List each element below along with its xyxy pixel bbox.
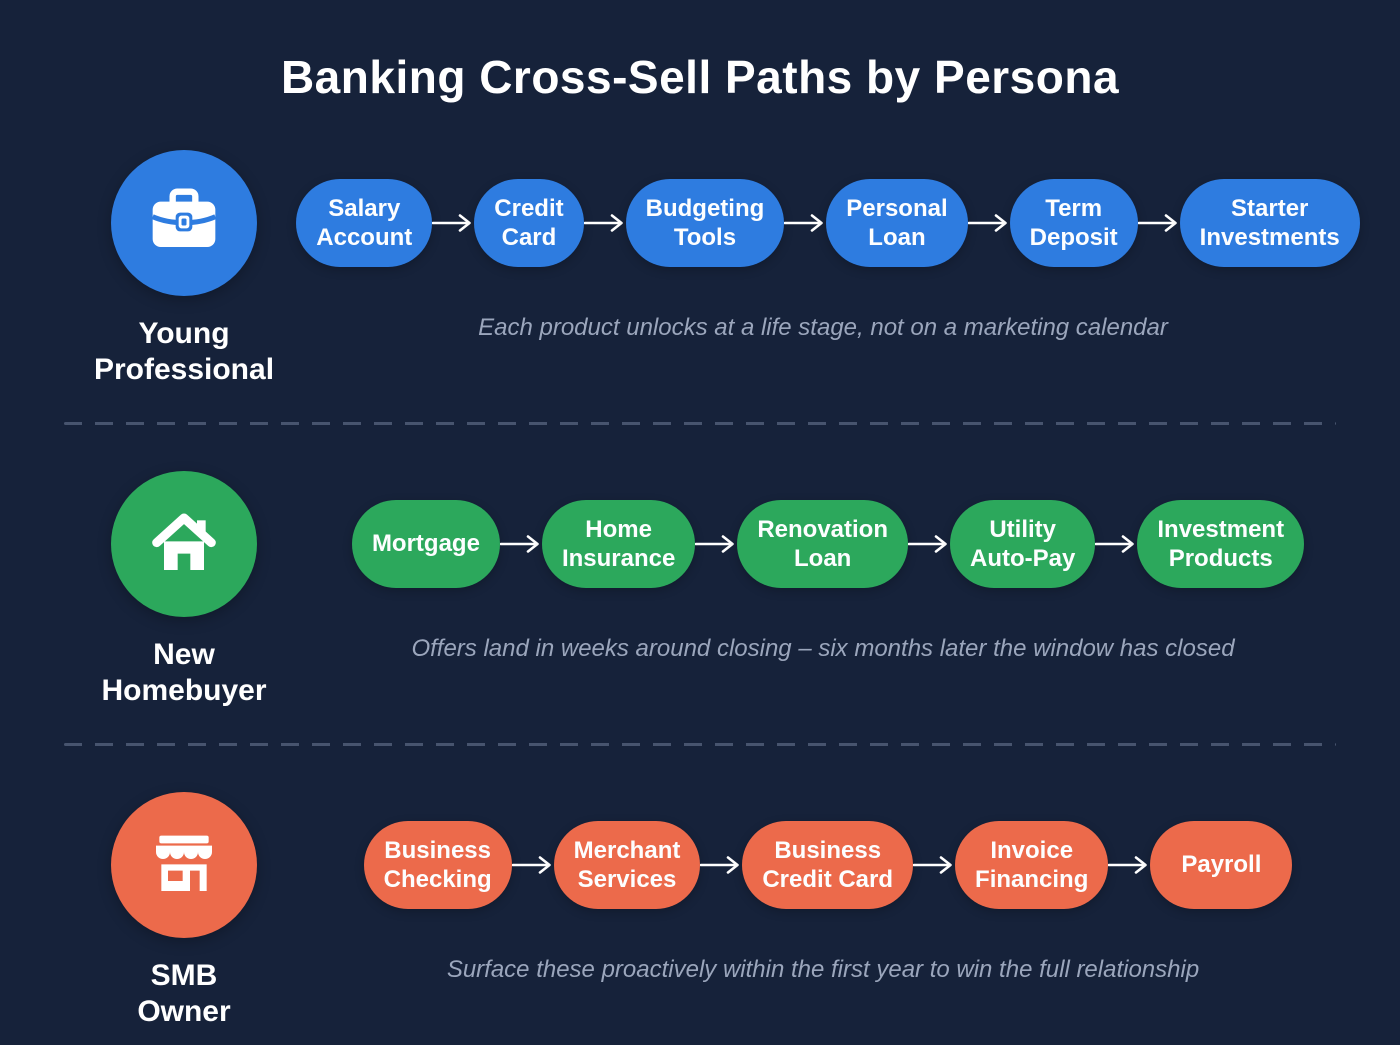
product-pill: Salary Account [296,179,433,267]
flow-column: Business Checking Merchant Services Busi… [304,780,1352,984]
house-icon [152,513,216,570]
persona-badge [111,792,257,938]
flow-arrow-icon [499,533,542,555]
flow-arrow-icon [583,212,626,234]
product-pill: Business Checking [363,821,512,909]
storefront-icon [156,835,212,891]
flow-arrow-icon [1095,533,1137,555]
product-pill: Business Credit Card [742,821,914,909]
product-pill: Credit Card [474,179,584,267]
flow-arrow-icon [913,854,955,876]
row-divider [64,422,1336,425]
product-pill: Renovation Loan [737,500,909,588]
product-pill: Merchant Services [553,821,701,909]
flow-arrow-icon [1137,212,1180,234]
persona-rows: Young Professional Salary Account Credit… [0,138,1400,1030]
product-pill: Budgeting Tools [625,179,785,267]
flow-arrow-icon [695,533,737,555]
persona-row: SMB Owner Business Checking Merchant Ser… [0,780,1400,1030]
product-flow: Salary Account Credit Card Budgeting Too… [296,138,1360,308]
row-divider [64,743,1336,746]
product-pill: Home Insurance [541,500,696,588]
flow-arrow-icon [967,212,1010,234]
persona-caption: Surface these proactively within the fir… [446,956,1200,983]
persona-name: SMB Owner [137,959,231,1028]
product-pill: Starter Investments [1179,179,1360,267]
flow-arrow-icon [1108,854,1150,876]
persona-column: SMB Owner [64,780,304,1030]
page-title: Banking Cross-Sell Paths by Persona [280,51,1120,103]
persona-name: New Homebuyer [101,638,267,707]
flow-arrow-icon [908,533,950,555]
persona-badge [111,471,257,617]
persona-row: New Homebuyer Mortgage Home Insurance Re… [0,459,1400,709]
product-pill: Payroll [1150,821,1293,909]
briefcase-icon [151,188,217,247]
product-pill: Personal Loan [826,179,968,267]
product-pill: Utility Auto-Pay [950,500,1096,588]
persona-name: Young Professional [93,317,275,386]
persona-badge [111,150,257,296]
flow-column: Salary Account Credit Card Budgeting Too… [296,138,1360,342]
flow-column: Mortgage Home Insurance Renovation Loan … [304,459,1352,663]
product-pill: Term Deposit [1009,179,1138,267]
flow-arrow-icon [700,854,742,876]
persona-row: Young Professional Salary Account Credit… [0,138,1400,388]
persona-column: Young Professional [64,138,304,388]
flow-arrow-icon [432,212,474,234]
product-flow: Business Checking Merchant Services Busi… [304,780,1352,950]
persona-caption: Offers land in weeks around closing – si… [411,635,1235,662]
persona-column: New Homebuyer [64,459,304,709]
persona-caption: Each product unlocks at a life stage, no… [478,314,1168,341]
flow-arrow-icon [511,854,554,876]
product-pill: Investment Products [1137,500,1305,588]
product-pill: Invoice Financing [955,821,1109,909]
product-pill: Mortgage [351,500,500,588]
product-flow: Mortgage Home Insurance Renovation Loan … [304,459,1352,629]
flow-arrow-icon [784,212,826,234]
